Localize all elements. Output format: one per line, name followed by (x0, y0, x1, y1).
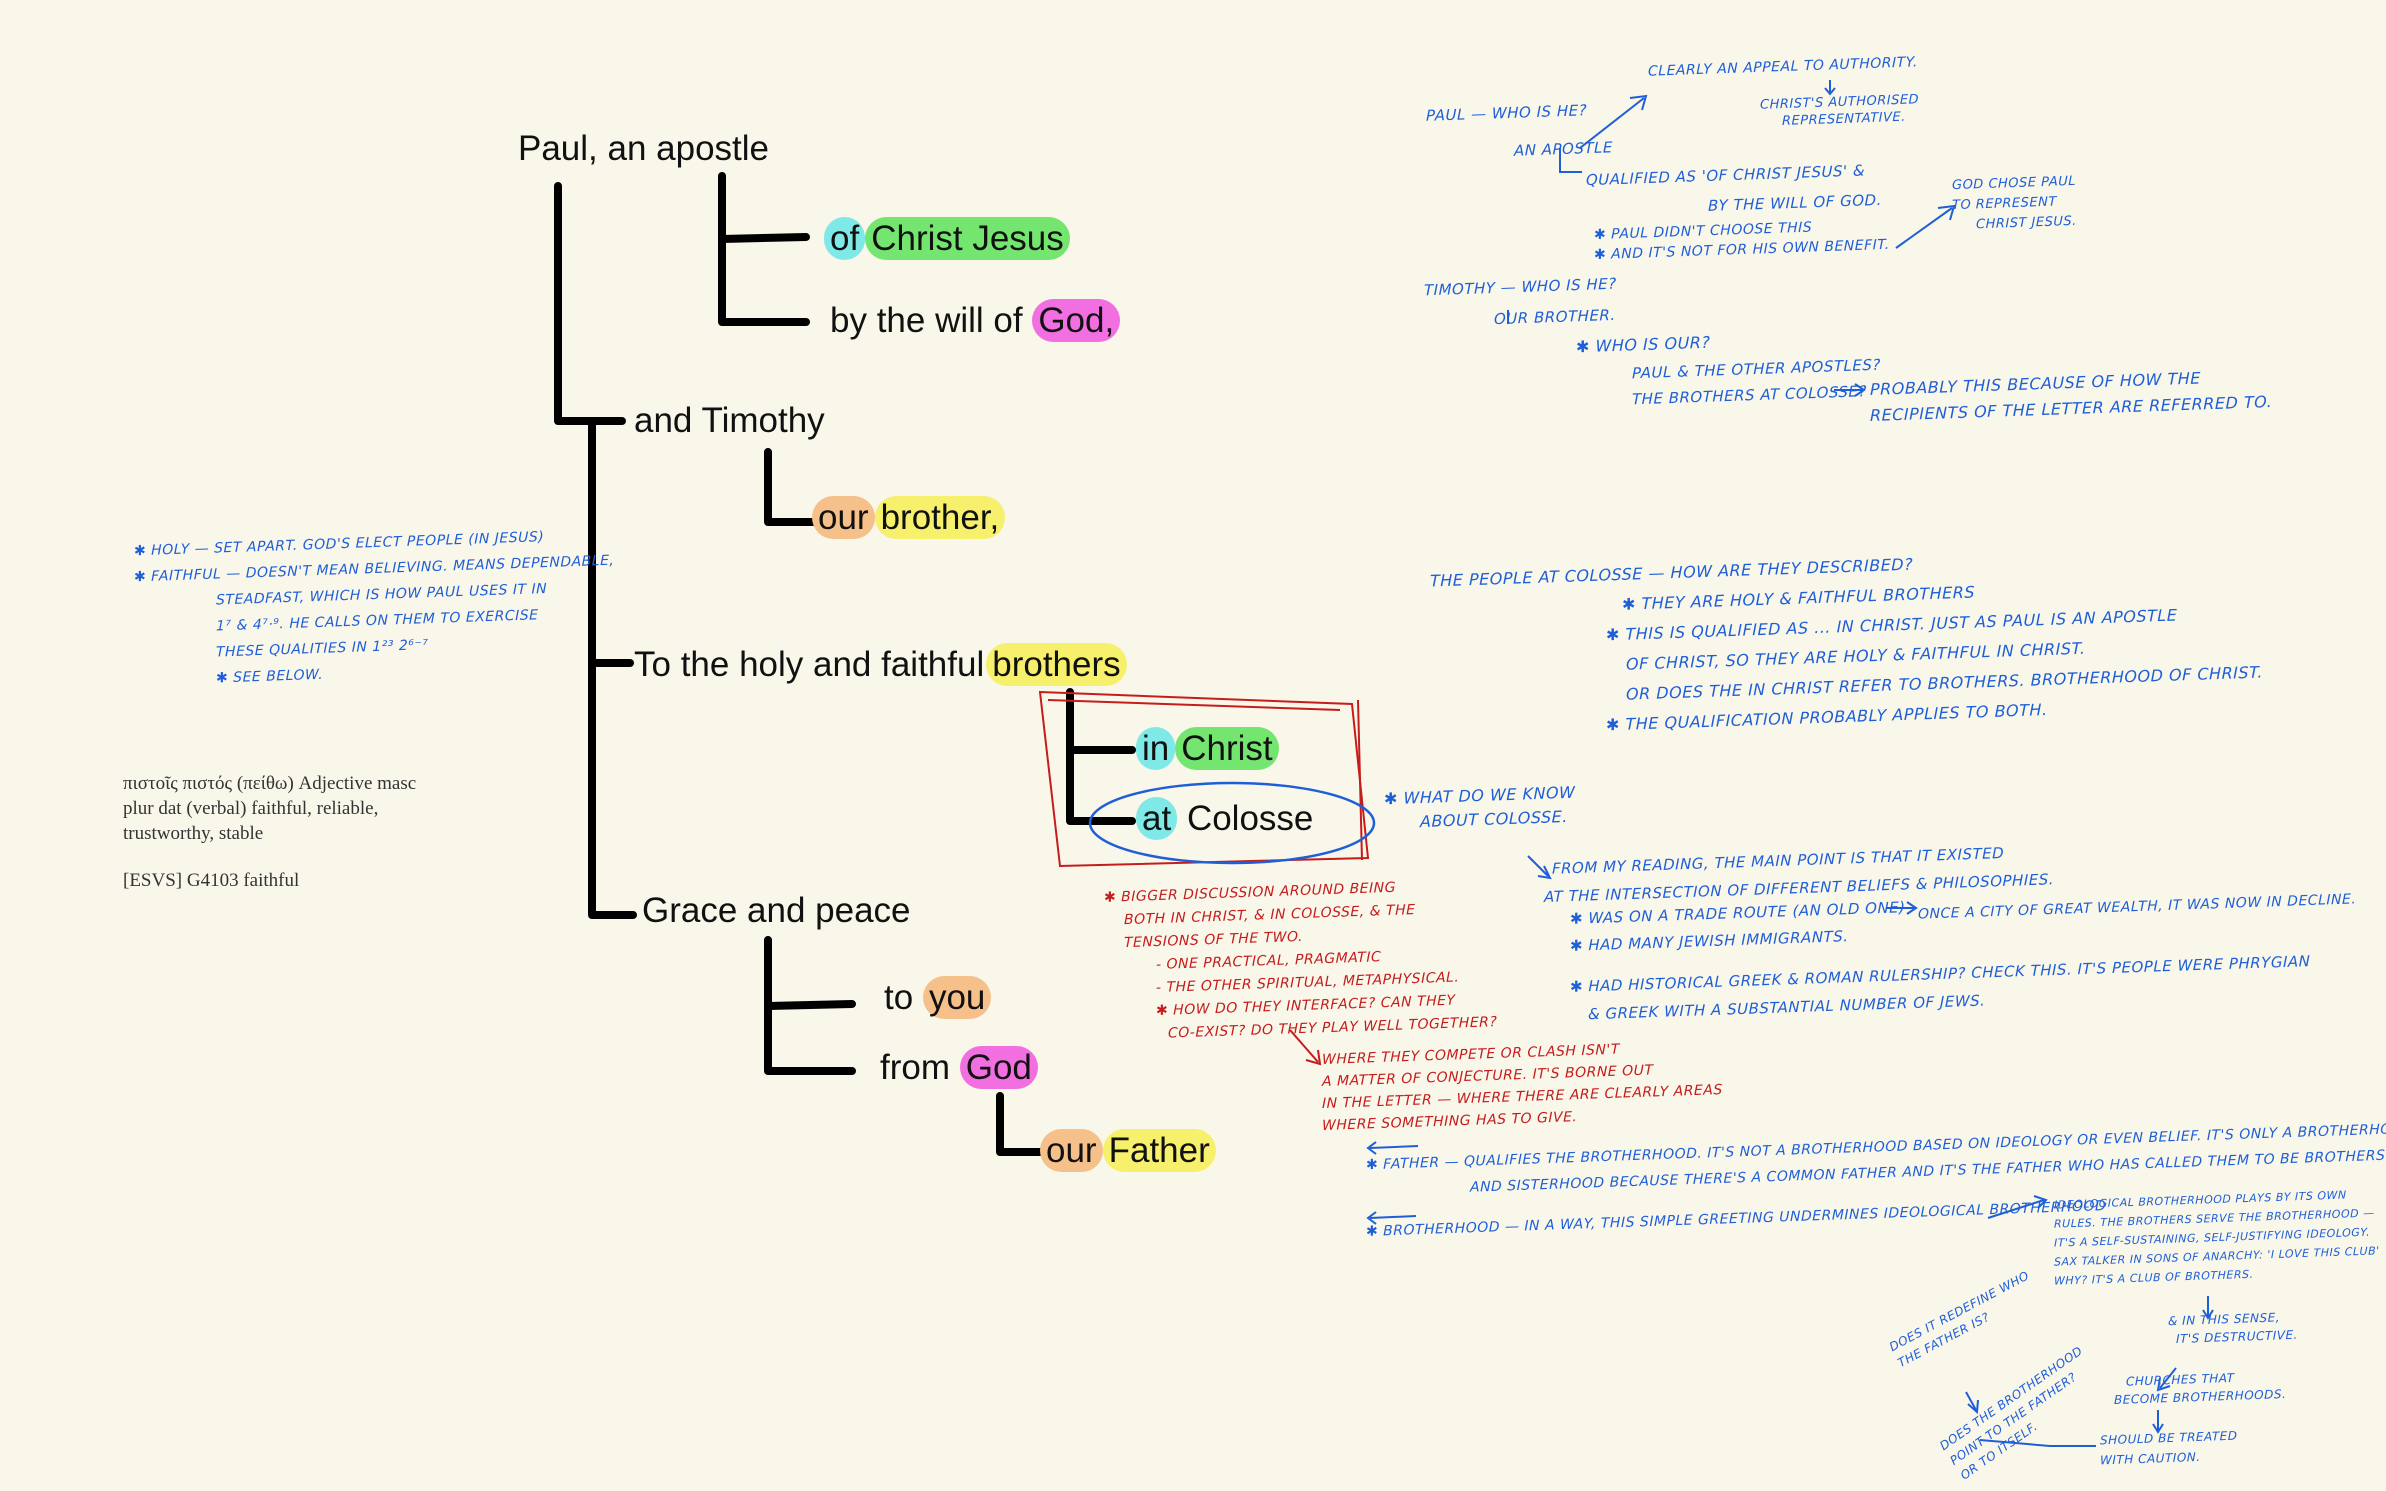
note-our-brother: OUR BROTHER. (1494, 305, 1616, 329)
word-our-1: our (812, 496, 875, 539)
connector-lines (554, 172, 1136, 1156)
line-grace-branch (764, 936, 856, 1075)
word-brothers: brothers (986, 643, 1127, 686)
note-should-be: SHOULD BE TREATED WITH CAUTION. (2100, 1426, 2237, 1471)
note-churches: CHURCHES THAT BECOME BROTHERHOODS. (2114, 1367, 2286, 1409)
phrase-from-god: from God (880, 1046, 1038, 1089)
left-notes: ✱ HOLY — SET APART. GOD'S ELECT PEOPLE (… (134, 522, 614, 695)
word-at: at (1136, 797, 1178, 840)
word-to-holy-faithful: To the holy and faithful (634, 645, 985, 684)
phrase-by-will-of-god: by the will of God, (830, 299, 1121, 342)
line-brothers-branch (1066, 688, 1136, 825)
phrase-to-you: to you (884, 976, 992, 1019)
line-timothy-brother (764, 448, 824, 526)
lexicon-line: [ESVS] G4103 faithful (123, 870, 300, 891)
word-by-the-will-of: by the will of (830, 301, 1023, 340)
colosse-ellipse (1088, 781, 1376, 865)
phrase-grace-and-peace: Grace and peace (642, 891, 911, 930)
red-arrow (1289, 1029, 1322, 1066)
word-god-1: God, (1032, 299, 1121, 342)
line-god-father (996, 1092, 1044, 1156)
line-paul-spine (588, 417, 637, 919)
lexicon-entry: πιστοῖς πιστός (πείθω) Adjective masc pl… (123, 771, 416, 893)
note-in-this-sense: & IN THIS SENSE, IT'S DESTRUCTIVE. (2168, 1308, 2298, 1349)
note-qualified: QUALIFIED AS 'OF CHRIST JESUS' & BY THE … (1586, 155, 1882, 225)
word-you: you (922, 976, 992, 1019)
note-bigger-discussion: ✱ BIGGER DISCUSSION AROUND BEING BOTH IN… (1104, 873, 1497, 1048)
word-colosse: Colosse (1186, 799, 1314, 838)
word-from: from (880, 1048, 950, 1087)
word-christ-jesus: Christ Jesus (865, 217, 1070, 260)
note-what-know: ✱ WHAT DO WE KNOW ABOUT COLOSSE. (1384, 781, 1575, 836)
word-our-2: our (1040, 1129, 1103, 1172)
red-box-annotation (1038, 690, 1370, 868)
word-of: of (824, 217, 866, 260)
line-of-christ (718, 233, 810, 243)
word-to: to (884, 978, 914, 1017)
word-god-2: God (959, 1046, 1038, 1089)
lexicon-line: trustworthy, stable (123, 823, 264, 844)
word-father: Father (1102, 1129, 1216, 1172)
blue-arrows (1366, 80, 2214, 1447)
note-ideological: IDEOLOGICAL BROTHERHOOD PLAYS BY ITS OWN… (2054, 1184, 2380, 1290)
note-other-apostles: PAUL & THE OTHER APOSTLES? THE BROTHERS … (1632, 352, 1881, 413)
phrase-and-timothy: and Timothy (634, 401, 825, 440)
phrase-at-colosse: at Colosse (1136, 797, 1314, 840)
line-paul-to-timothy (554, 182, 626, 425)
word-in: in (1136, 727, 1176, 770)
lexicon-line: plur dat (verbal) faithful, reliable, (123, 798, 379, 819)
note-people-colosse: THE PEOPLE AT COLOSSE — HOW ARE THEY DES… (1430, 537, 2263, 746)
word-christ: Christ (1175, 727, 1279, 770)
phrase-paul-apostle: Paul, an apostle (518, 129, 770, 168)
lexicon-line: πιστοῖς πιστός (πείθω) Adjective masc (123, 773, 417, 794)
line-apostle-branch (718, 172, 810, 326)
word-brother: brother, (874, 496, 1006, 539)
note-who-our: ✱ WHO IS OUR? (1576, 332, 1711, 357)
note-an-apostle: AN APOSTLE (1514, 138, 1613, 160)
note-god-chose: GOD CHOSE PAUL TO REPRESENT CHRIST JESUS… (1952, 172, 2077, 236)
note-authorised: CHRIST'S AUTHORISED REPRESENTATIVE. (1760, 91, 1919, 131)
line-to-you (764, 1000, 856, 1010)
note-where-compete: WHERE THEY COMPETE OR CLASH ISN'T A MATT… (1322, 1035, 1723, 1137)
